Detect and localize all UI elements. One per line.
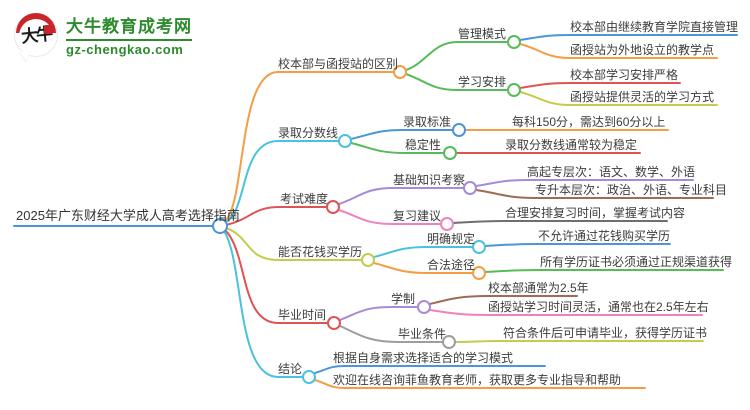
node-basic-knowledge[interactable]: 基础知识考察: [393, 173, 466, 187]
leaf-no-buying-diploma[interactable]: 不允许通过花钱购买学历: [538, 229, 671, 243]
logo-seal-icon: [44, 24, 53, 34]
leaf-gaoqizhuan-subjects[interactable]: 高起专层次：语文、数学、外语: [527, 165, 696, 179]
node-management-mode[interactable]: 管理模式: [458, 27, 507, 41]
branch-exam-difficulty[interactable]: 考试难度: [280, 192, 329, 206]
leaf-campus-strict[interactable]: 校本部学习安排严格: [570, 68, 679, 82]
daniu-logo-icon: 大牛: [14, 12, 58, 62]
leaf-consult-teacher[interactable]: 欢迎在线咨询菲鱼教育老师，获取更多专业指导和帮助: [333, 373, 622, 387]
leaf-review-plan[interactable]: 合理安排复习时间，掌握考试内容: [505, 206, 686, 220]
node-study-length[interactable]: 学制: [391, 292, 416, 306]
center-node-title[interactable]: 2025年广东财经大学成人高考选择指南: [16, 208, 240, 223]
site-name: 大牛教育成考网: [66, 12, 192, 41]
branch-buy-diploma[interactable]: 能否花钱买学历: [278, 245, 363, 259]
node-clear-rule[interactable]: 明确规定: [427, 232, 476, 246]
leaf-score-requirement[interactable]: 每科150分，需达到60分以上: [512, 115, 666, 129]
node-admission-standard[interactable]: 录取标准: [403, 115, 452, 129]
branch-admission-score[interactable]: 录取分数线: [278, 126, 339, 140]
branch-conclusion[interactable]: 结论: [278, 362, 303, 376]
node-review-advice[interactable]: 复习建议: [393, 209, 442, 223]
leaf-apply-graduation[interactable]: 符合条件后可申请毕业，获得学历证书: [503, 326, 708, 340]
leaf-formal-channel[interactable]: 所有学历证书必须通过正规渠道获得: [540, 255, 733, 269]
site-url: gz-chengkao.com: [66, 42, 184, 57]
leaf-choose-by-need[interactable]: 根据自身需求选择适合的学习模式: [333, 351, 514, 365]
leaf-station-2-5-years[interactable]: 函授站学习时间灵活，通常也在2.5年左右: [488, 300, 709, 314]
leaf-campus-2-5-years[interactable]: 校本部通常为2.5年: [488, 281, 589, 295]
leaf-station-flexible[interactable]: 函授站提供灵活的学习方式: [570, 90, 715, 104]
site-logo: 大牛 大牛教育成考网 gz-chengkao.com: [14, 12, 192, 62]
leaf-offsite-teaching[interactable]: 函授站为外地设立的教学点: [570, 43, 715, 57]
branch-campus-vs-station[interactable]: 校本部与函授站的区别: [278, 57, 399, 71]
branch-graduation-time[interactable]: 毕业时间: [278, 308, 327, 322]
node-stability[interactable]: 稳定性: [405, 138, 442, 152]
node-graduation-condition[interactable]: 毕业条件: [398, 327, 447, 341]
node-study-arrangement[interactable]: 学习安排: [458, 75, 507, 89]
leaf-managed-by-college[interactable]: 校本部由继续教育学院直接管理: [570, 20, 739, 34]
leaf-zhuanshengben-subjects[interactable]: 专升本层次：政治、外语、专业科目: [535, 183, 728, 197]
leaf-score-stable[interactable]: 录取分数线通常较为稳定: [505, 138, 638, 152]
node-legal-way[interactable]: 合法途径: [427, 258, 476, 272]
